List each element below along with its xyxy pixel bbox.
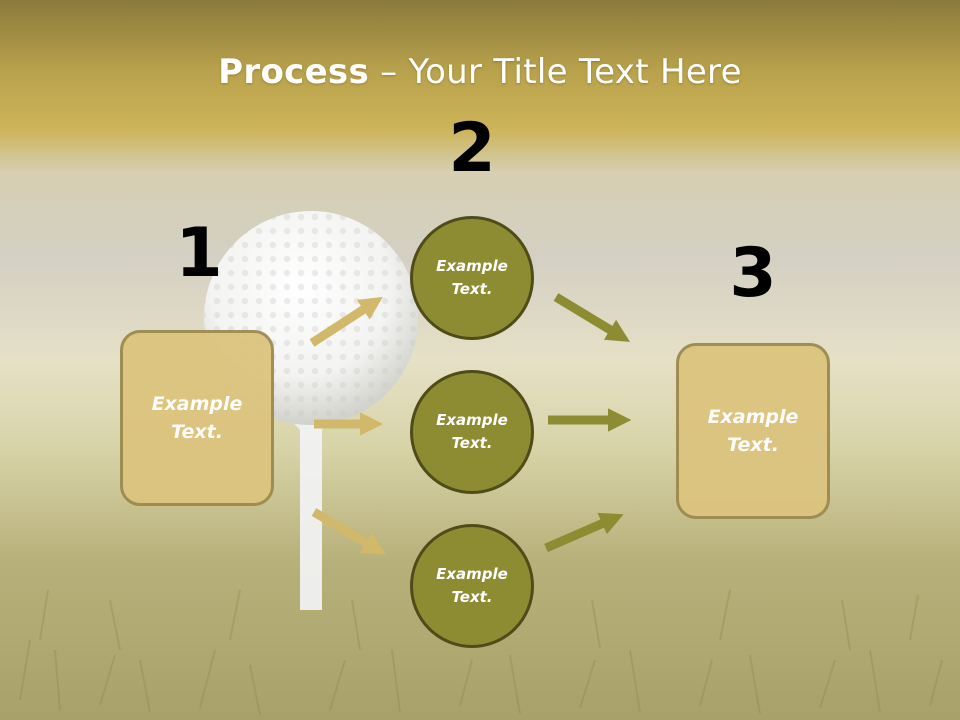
step-2-number: 2 xyxy=(448,109,496,188)
step-3-box: Example Text. xyxy=(676,343,830,519)
step-2-circle-bottom: Example Text. xyxy=(410,524,534,648)
step-2-circle-bottom-text: Example Text. xyxy=(436,564,508,606)
step-3-number: 3 xyxy=(729,234,777,313)
step-3-text: Example Text. xyxy=(707,405,799,457)
step-2-circle-middle-text: Example Text. xyxy=(436,410,508,452)
step-1-box: Example Text. xyxy=(120,330,274,506)
slide-title: Process – Your Title Text Here xyxy=(0,52,960,92)
step-1-text: Example Text. xyxy=(151,392,243,444)
step-2-circle-middle: Example Text. xyxy=(410,370,534,494)
title-bold: Process xyxy=(218,52,370,92)
step-2-circle-top: Example Text. xyxy=(410,216,534,340)
step-2-circle-top-text: Example Text. xyxy=(436,256,508,298)
title-rest: – Your Title Text Here xyxy=(369,52,742,92)
arrow-2a-to-3 xyxy=(553,293,631,342)
arrow-1-to-2c xyxy=(311,508,387,555)
step-1-number: 1 xyxy=(175,214,223,293)
arrow-2c-to-3 xyxy=(544,512,624,553)
arrow-1-to-2a xyxy=(309,296,383,347)
